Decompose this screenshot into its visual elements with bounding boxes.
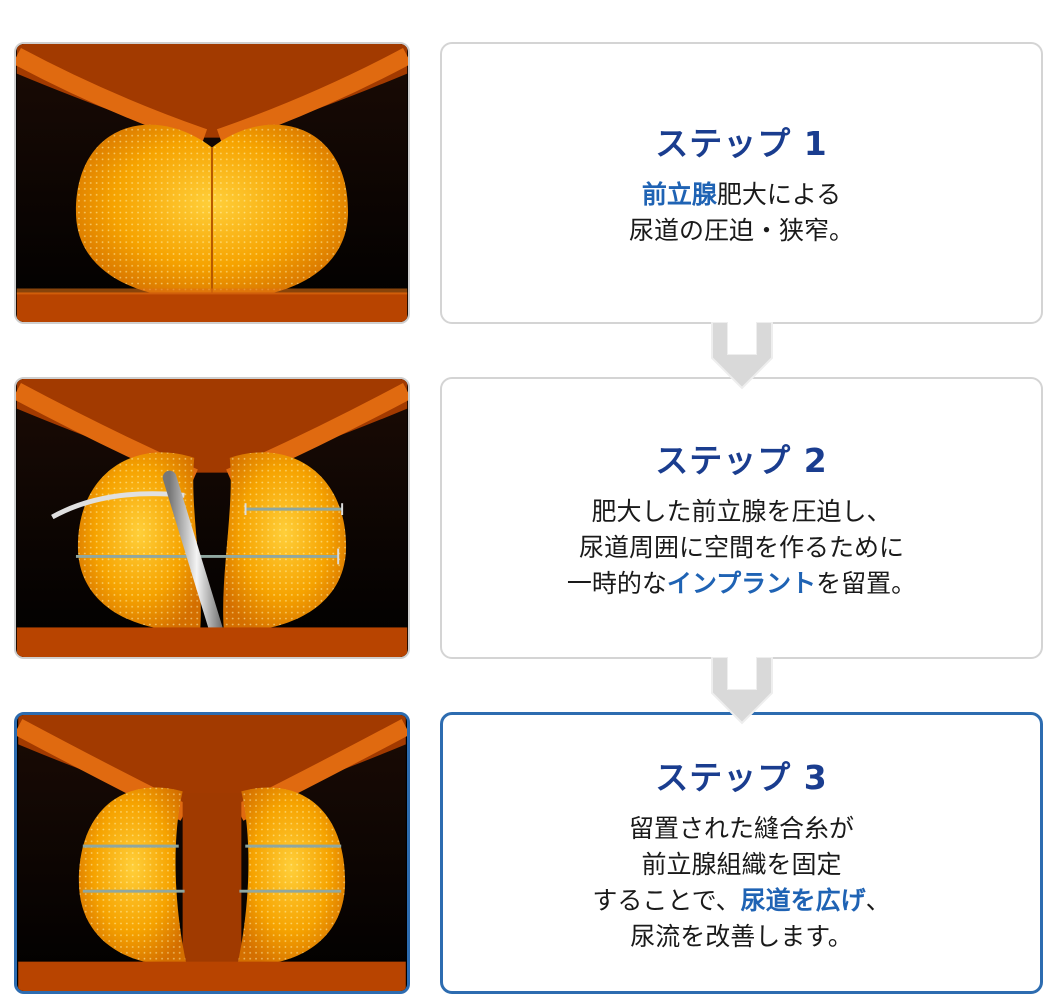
illustration-step-3 xyxy=(14,712,410,994)
illustration-step-2 xyxy=(14,377,410,659)
body-text: することで、 xyxy=(592,886,741,915)
step-text-line: することで、尿道を広げ、 xyxy=(592,883,890,919)
down-arrow-icon xyxy=(711,322,773,390)
step-card-2: ステップ 2 肥大した前立腺を圧迫し、 尿道周囲に空間を作るために 一時的なイン… xyxy=(440,377,1043,659)
body-text: 一時的な xyxy=(566,569,667,598)
body-text: 留置された縫合糸が xyxy=(628,814,854,843)
down-arrow-icon xyxy=(711,657,773,725)
illustration-step-1 xyxy=(14,42,410,324)
body-text: 尿道の圧迫・狭窄。 xyxy=(628,216,854,245)
step-text-line: 前立腺肥大による xyxy=(642,177,841,213)
highlight-text: 尿道を広げ xyxy=(740,886,866,915)
implant-delivery-image xyxy=(16,379,408,657)
step-title: ステップ 2 xyxy=(655,441,828,480)
highlight-text: インプラント xyxy=(666,569,817,598)
body-text: 、 xyxy=(865,886,891,915)
body-text: 肥大した前立腺を圧迫し、 xyxy=(591,497,892,526)
step-text-line: 尿流を改善します。 xyxy=(630,919,853,955)
step-card-1: ステップ 1 前立腺肥大による 尿道の圧迫・狭窄。 xyxy=(440,42,1043,324)
step-title: ステップ 1 xyxy=(655,124,828,163)
body-text: 肥大による xyxy=(716,180,842,209)
body-text: 前立腺組織を固定 xyxy=(641,850,842,879)
body-text: 尿流を改善します。 xyxy=(630,922,853,951)
body-text: を留置。 xyxy=(816,569,917,598)
step-text-line: 留置された縫合糸が xyxy=(629,811,854,847)
step-text-line: 尿道周囲に空間を作るために xyxy=(579,530,904,566)
step-title: ステップ 3 xyxy=(655,758,828,797)
prostate-compressed-image xyxy=(16,44,408,322)
step-text-line: 前立腺組織を固定 xyxy=(641,847,841,883)
body-text: 尿道周囲に空間を作るために xyxy=(578,533,904,562)
step-text-line: 尿道の圧迫・狭窄。 xyxy=(629,213,854,249)
step-text-line: 肥大した前立腺を圧迫し、 xyxy=(591,494,891,530)
step-card-3: ステップ 3 留置された縫合糸が 前立腺組織を固定 することで、尿道を広げ、 尿… xyxy=(440,712,1043,994)
step-text-line: 一時的なインプラントを留置。 xyxy=(567,566,916,602)
urethra-widened-image xyxy=(17,715,407,991)
highlight-text: 前立腺 xyxy=(641,180,717,209)
